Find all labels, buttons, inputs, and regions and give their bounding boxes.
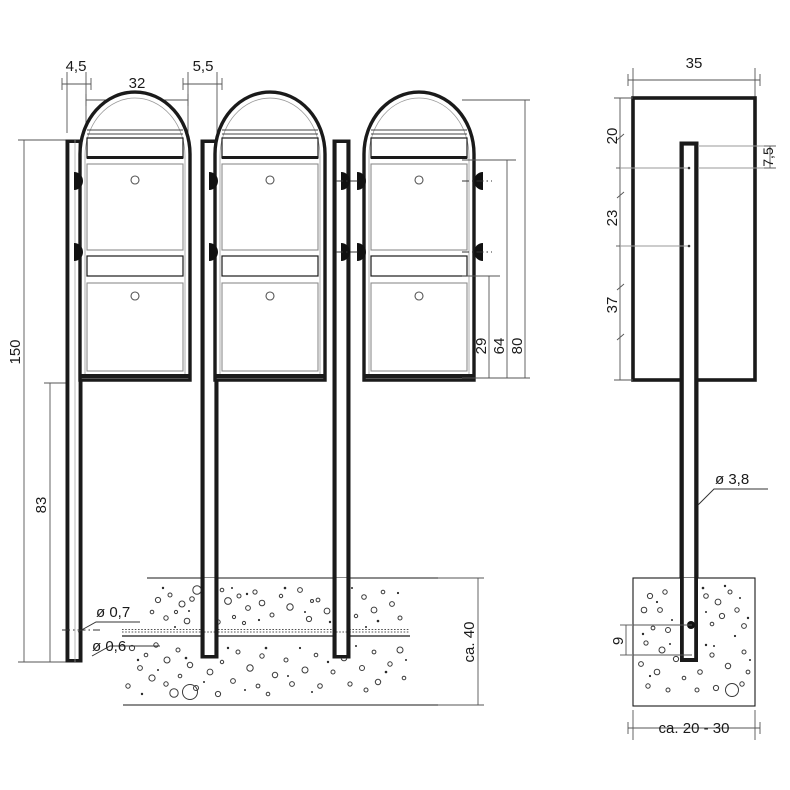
dim-7-5-label: 7,5 [760, 147, 776, 167]
dim-4-5-label: 4,5 [66, 58, 87, 75]
dim-5-5-label: 5,5 [193, 58, 214, 75]
hinge-mid-lower-icon [209, 243, 218, 261]
hinge-mid-upper-icon [209, 172, 218, 190]
foundation-aggregate-dots [641, 584, 751, 678]
front-left-dimension-lines [18, 139, 80, 663]
side-top-dimension [627, 68, 761, 98]
dim-ca-20-30-label: ca. 20 - 30 [659, 720, 730, 737]
mailbox-3-middle-slot [370, 255, 468, 277]
hinge-box3-left-lower-icon [357, 243, 366, 261]
front-view: 4,5 32 5,5 150 83 [7, 58, 530, 706]
dim-dia-0-7-label: ø 0,7 [96, 604, 130, 621]
mailbox-3-upper-lock-icon [414, 175, 424, 185]
aggregate-speckle-lower [125, 642, 407, 700]
mailbox-1 [78, 90, 192, 382]
side-post [679, 141, 699, 663]
mailbox-3-slot-base [371, 156, 467, 159]
dim-ca40-label: ca. 40 [461, 622, 478, 663]
front-right-dimension-lines [462, 99, 530, 379]
mailbox-3-lower-lock-icon [414, 291, 424, 301]
mailbox-3 [362, 90, 476, 382]
side-internal-reference-lines [620, 145, 775, 247]
dim-83-label: 83 [33, 497, 50, 514]
dim-29-label: 29 [473, 338, 490, 355]
dim-37-label: 37 [604, 297, 621, 314]
mailbox-1-upper-lock-icon [130, 175, 140, 185]
dim-dia-0-6-label: ø 0,6 [92, 638, 126, 655]
diameter-leader-lines [62, 621, 160, 657]
mailbox-1-middle-slot [86, 255, 184, 277]
front-ca40-dimension [438, 577, 484, 706]
mailbox-2 [213, 90, 327, 382]
dim-23-label: 23 [604, 210, 621, 227]
post-3-in-ground [333, 578, 350, 658]
mailbox-3-base [364, 374, 474, 378]
dim-dia-3-8-label: ø 3,8 [715, 471, 749, 488]
side-9-dimension [620, 624, 692, 656]
ground-section [122, 577, 438, 706]
side-left-dimension-lines [614, 97, 633, 381]
side-view: 35 20 23 37 [604, 55, 776, 740]
side-7-5-dimension [764, 145, 776, 169]
side-dia-3-8-leader [697, 488, 768, 506]
side-axis-point-upper [687, 166, 691, 170]
hinge-box3-left-upper-icon [357, 172, 366, 190]
mailbox-2-base [215, 374, 325, 378]
dim-32-label: 32 [129, 75, 146, 92]
side-post-in-foundation [680, 578, 698, 662]
dim-150-label: 150 [7, 339, 24, 364]
mailbox-2-middle-slot [221, 255, 319, 277]
post-2-in-ground [201, 578, 218, 658]
mailbox-2-slot-base [222, 156, 318, 159]
ground-hatch [122, 629, 410, 633]
dim-9-label: 9 [610, 637, 627, 645]
hinge-left-upper-icon [74, 172, 83, 190]
mailbox-2-letter-slot [221, 137, 319, 159]
mailbox-1-slot-base [87, 156, 183, 159]
foundation-aggregate-speckle [638, 589, 751, 697]
mailbox-1-letter-slot [86, 137, 184, 159]
hinge-center-lines [336, 180, 492, 253]
dim-35-label: 35 [686, 55, 703, 72]
hinge-right-post-lower-icon [341, 243, 350, 261]
mailbox-3-letter-slot [370, 137, 468, 159]
dim-80-label: 80 [509, 338, 526, 355]
hinge-left-lower-icon [74, 243, 83, 261]
hinge-right-post-upper-icon [341, 172, 350, 190]
front-top-dimension-lines [61, 72, 223, 133]
mailbox-1-base [80, 374, 190, 378]
dim-64-label: 64 [491, 338, 508, 355]
mailbox-1-lower-lock-icon [130, 291, 140, 301]
mailbox-2-lower-lock-icon [265, 291, 275, 301]
dim-20-label: 20 [604, 128, 621, 145]
side-bottom-dimension [627, 710, 761, 740]
side-axis-point-lower [687, 244, 691, 248]
side-foundation-block [632, 577, 756, 707]
mailbox-2-upper-lock-icon [265, 175, 275, 185]
post-1 [65, 139, 83, 663]
